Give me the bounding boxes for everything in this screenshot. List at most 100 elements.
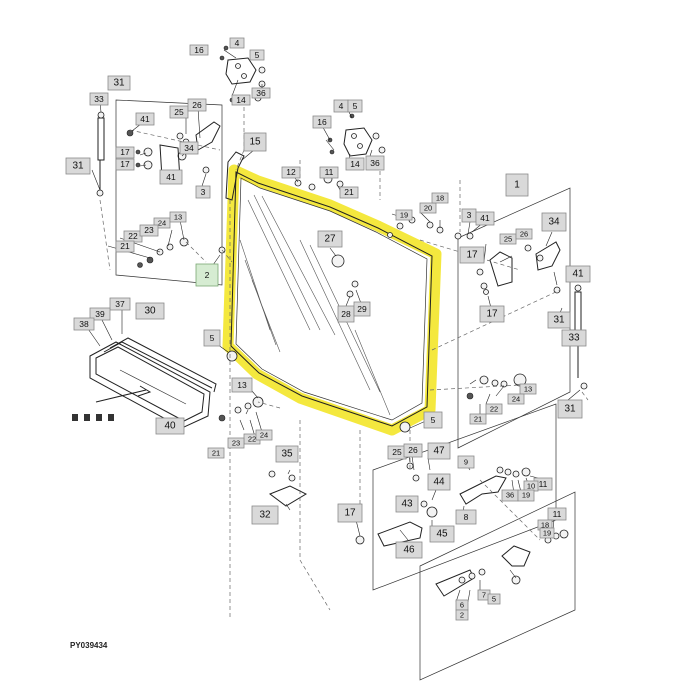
callout-2: 2 <box>195 263 219 287</box>
callout-2: 2 <box>455 609 469 621</box>
callout-24: 24 <box>255 429 273 441</box>
callout-34: 34 <box>179 141 199 155</box>
callout-3: 3 <box>195 185 211 199</box>
callout-41: 41 <box>565 265 591 283</box>
seal-cross-section-icons <box>72 414 114 421</box>
callout-19: 19 <box>539 527 555 539</box>
svg-text:31: 31 <box>113 78 125 89</box>
svg-text:5: 5 <box>492 595 496 604</box>
callout-41: 41 <box>135 112 155 126</box>
svg-text:41: 41 <box>166 172 176 182</box>
callout-4: 4 <box>333 99 349 113</box>
callout-6: 6 <box>455 599 469 611</box>
svg-text:26: 26 <box>408 445 418 455</box>
callout-24: 24 <box>153 217 171 229</box>
svg-text:18: 18 <box>436 194 444 203</box>
svg-text:38: 38 <box>79 319 89 329</box>
svg-text:9: 9 <box>464 458 468 467</box>
callout-5: 5 <box>487 593 501 605</box>
callout-13: 13 <box>519 383 537 395</box>
callout-8: 8 <box>455 509 477 525</box>
callout-5: 5 <box>423 411 443 429</box>
callout-5: 5 <box>203 329 221 347</box>
callout-16: 16 <box>189 44 209 56</box>
handle-panel <box>419 491 576 681</box>
svg-text:14: 14 <box>236 95 246 105</box>
svg-text:24: 24 <box>260 431 268 440</box>
callout-28: 28 <box>337 305 355 323</box>
svg-text:21: 21 <box>474 415 482 424</box>
svg-text:24: 24 <box>158 219 166 228</box>
svg-text:11: 11 <box>553 509 562 519</box>
svg-text:18: 18 <box>541 521 549 530</box>
svg-text:29: 29 <box>357 304 367 314</box>
callout-26: 26 <box>403 443 423 458</box>
svg-text:44: 44 <box>433 477 445 488</box>
svg-text:3: 3 <box>467 210 472 220</box>
callout-37: 37 <box>109 297 131 311</box>
callout-41: 41 <box>475 211 495 226</box>
callout-38: 38 <box>73 317 95 331</box>
svg-text:31: 31 <box>72 161 84 172</box>
svg-text:19: 19 <box>522 491 530 500</box>
callout-23: 23 <box>227 437 245 449</box>
callout-31: 31 <box>557 399 583 419</box>
svg-text:4: 4 <box>235 38 240 48</box>
callout-26: 26 <box>187 98 207 112</box>
svg-text:14: 14 <box>350 159 360 169</box>
svg-text:43: 43 <box>401 499 413 510</box>
svg-text:17: 17 <box>120 159 130 169</box>
svg-text:5: 5 <box>353 101 358 111</box>
callout-36: 36 <box>251 87 271 99</box>
callout-47: 47 <box>427 442 451 460</box>
hinge-top-right <box>343 127 373 157</box>
svg-text:25: 25 <box>504 235 512 244</box>
callout-33: 33 <box>561 329 587 347</box>
callout-3: 3 <box>461 208 477 223</box>
callout-16: 16 <box>312 115 332 129</box>
callout-31: 31 <box>65 157 91 175</box>
callout-31: 31 <box>547 311 571 329</box>
callout-29: 29 <box>353 301 371 317</box>
callout-46: 46 <box>395 541 423 559</box>
svg-text:39: 39 <box>95 309 105 319</box>
svg-text:17: 17 <box>120 147 130 157</box>
svg-text:34: 34 <box>548 217 560 228</box>
svg-text:36: 36 <box>256 88 266 98</box>
callout-9: 9 <box>457 455 475 469</box>
callout-33: 33 <box>89 92 109 106</box>
svg-text:40: 40 <box>164 421 176 432</box>
svg-text:19: 19 <box>543 529 551 538</box>
svg-text:21: 21 <box>344 187 354 197</box>
svg-text:33: 33 <box>568 333 580 344</box>
svg-text:17: 17 <box>466 250 478 261</box>
svg-text:31: 31 <box>564 404 576 415</box>
callout-11: 11 <box>319 166 339 179</box>
callout-22: 22 <box>485 403 503 415</box>
callout-40: 40 <box>155 417 185 435</box>
svg-text:46: 46 <box>403 545 415 556</box>
callout-5: 5 <box>347 99 363 113</box>
figure-id: PY039434 <box>70 641 108 650</box>
svg-text:28: 28 <box>341 309 351 319</box>
svg-text:45: 45 <box>436 529 448 540</box>
svg-text:10: 10 <box>527 482 535 491</box>
hinge-top-left <box>225 57 257 85</box>
callout-21: 21 <box>339 186 359 199</box>
svg-text:30: 30 <box>144 306 156 317</box>
svg-text:37: 37 <box>115 299 125 309</box>
svg-text:4: 4 <box>339 101 344 111</box>
svg-text:25: 25 <box>392 447 402 457</box>
leader-lines <box>85 49 581 614</box>
callout-5: 5 <box>249 49 265 61</box>
right-frame-box <box>457 187 571 449</box>
svg-text:11: 11 <box>539 479 548 489</box>
callout-21: 21 <box>115 240 135 253</box>
svg-text:11: 11 <box>325 167 334 177</box>
callout-1: 1 <box>505 173 529 197</box>
svg-text:5: 5 <box>210 333 215 343</box>
callout-34: 34 <box>541 212 567 232</box>
left-frame-box <box>115 99 223 286</box>
svg-text:20: 20 <box>424 204 432 213</box>
callout-21: 21 <box>469 413 487 425</box>
